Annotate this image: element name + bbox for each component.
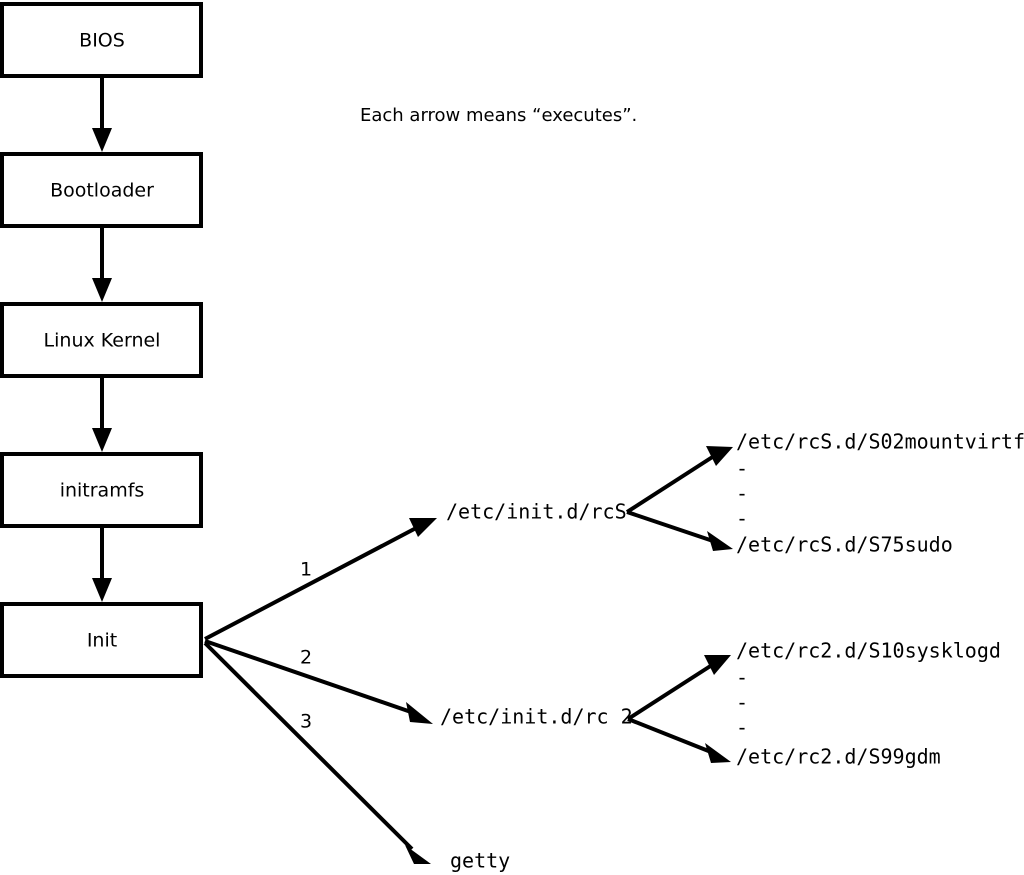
rc2-ellipsis-dash-1: - [736, 666, 748, 690]
diagram-caption: Each arrow means “executes”. [360, 105, 637, 126]
arrow-init-branch-3 [203, 641, 431, 864]
node-init: Init [0, 602, 203, 678]
initramfs-box [0, 452, 203, 528]
arrow-initramfs-to-init [92, 526, 112, 602]
initramfs-label: initramfs [60, 480, 145, 502]
rcs-script-last: /etc/rcS.d/S75sudo [736, 533, 953, 557]
linux-kernel-label: Linux Kernel [44, 330, 161, 352]
node-linux-kernel: Linux Kernel [0, 302, 203, 378]
arrow-rcs-to-first-script [625, 446, 733, 514]
bios-box [0, 2, 203, 78]
node-bios: BIOS [0, 2, 203, 78]
rc2-ellipsis-dash-3: - [736, 716, 748, 740]
arrow-kernel-to-initramfs [92, 376, 112, 452]
bootloader-label: Bootloader [50, 180, 154, 202]
bios-label: BIOS [79, 30, 125, 52]
branch-3-number: 3 [300, 711, 312, 733]
arrow-rc2-to-last-script [627, 717, 731, 763]
rcs-ellipsis-dash-2: - [736, 482, 748, 506]
init-box [0, 602, 203, 678]
rc2-ellipsis-dash-2: - [736, 691, 748, 715]
node-bootloader: Bootloader [0, 152, 203, 228]
branch-2-number: 2 [300, 647, 312, 669]
branch-1-number: 1 [300, 559, 312, 581]
arrow-rc2-to-first-script [626, 655, 731, 721]
node-initramfs: initramfs [0, 452, 203, 528]
arrow-init-branch-2 [204, 639, 433, 724]
branch-2-label: /etc/init.d/rc 2 [440, 705, 633, 729]
branch-1-label: /etc/init.d/rcS [446, 500, 627, 524]
arrow-bios-to-bootloader [92, 76, 112, 152]
rc2-script-last: /etc/rc2.d/S99gdm [736, 745, 941, 769]
rcs-ellipsis-dash-3: - [736, 507, 748, 531]
init-label: Init [87, 630, 117, 652]
rcs-ellipsis-dash-1: - [736, 457, 748, 481]
arrow-rcs-to-last-script [626, 510, 733, 551]
branch-3-label: getty [450, 849, 510, 873]
arrow-bootloader-to-kernel [92, 226, 112, 302]
rc2-script-first: /etc/rc2.d/S10sysklogd [736, 639, 1001, 663]
rcs-script-first: /etc/rcS.d/S02mountvirtfs [736, 430, 1024, 454]
arrow-init-branch-1 [204, 518, 437, 641]
